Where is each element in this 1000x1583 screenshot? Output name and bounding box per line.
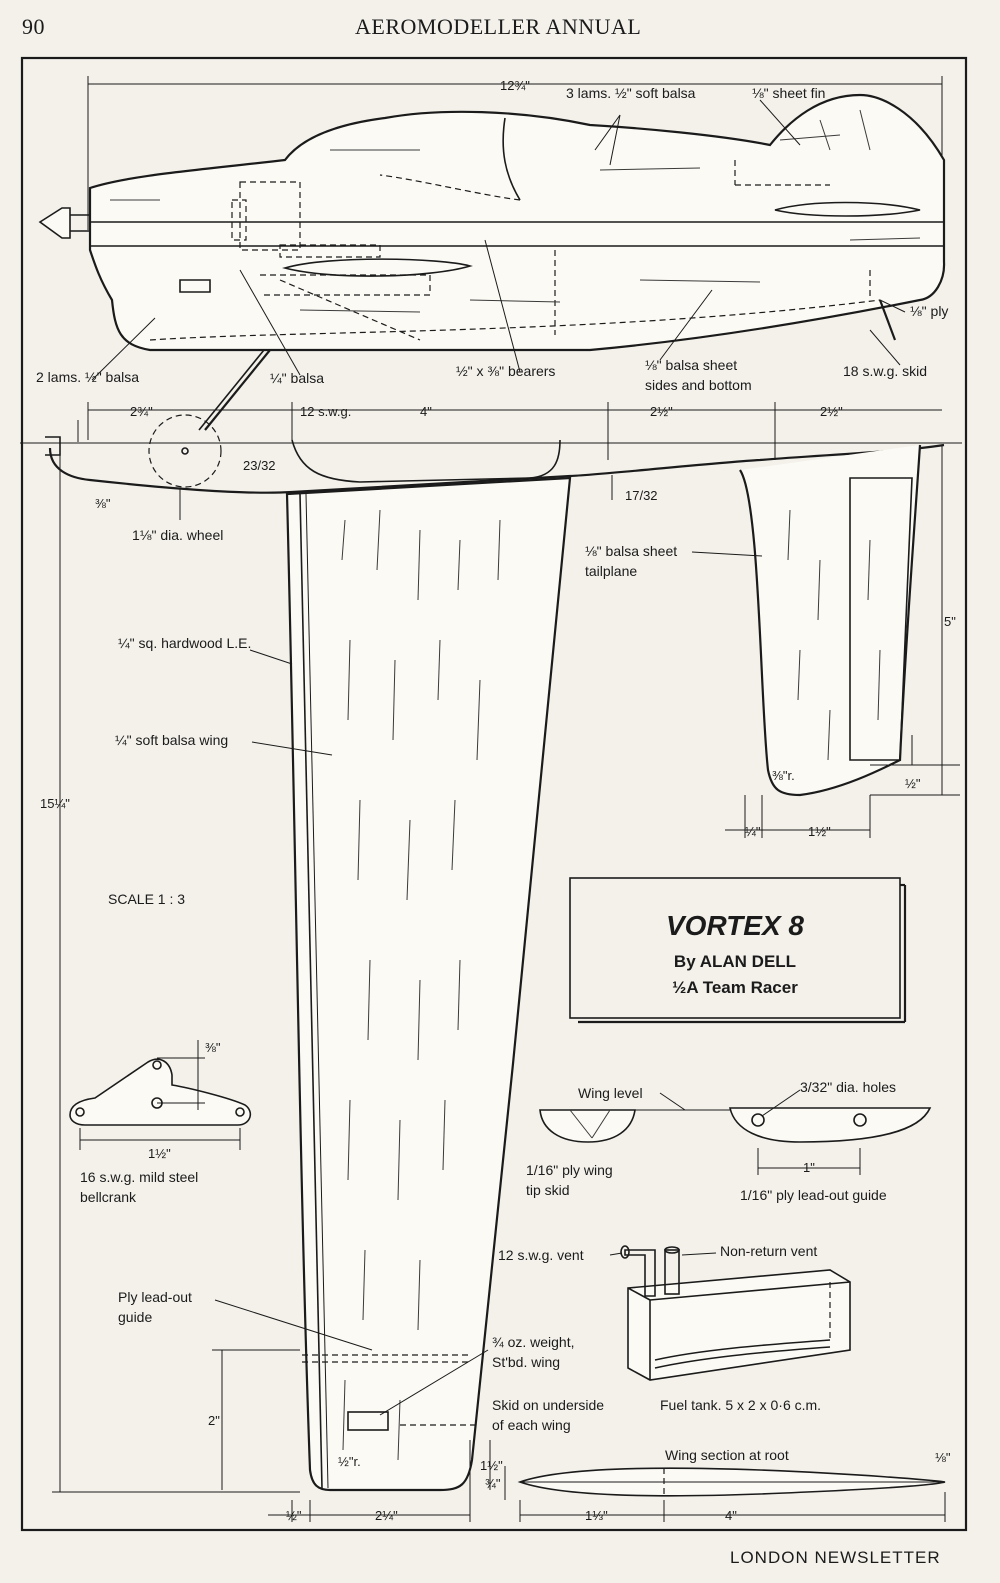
landing-gear-leg [204, 349, 271, 431]
dim-tip-h: 1½" [480, 1458, 503, 1473]
bellcrank-label-2: bellcrank [80, 1189, 137, 1205]
label-wheel: 1⅛" dia. wheel [132, 527, 223, 543]
model-class: ½A Team Racer [672, 978, 798, 997]
side-view: 12¾" [36, 76, 948, 431]
dim-fin-root: ¼" [745, 824, 761, 839]
dim-fin-height: 5" [944, 614, 956, 629]
dim-leadout: 2" [208, 1413, 220, 1428]
label-non-return-vent: Non-return vent [720, 1243, 817, 1259]
tail-skid [878, 299, 897, 341]
bellcrank-detail: ⅜" 1½" 16 s.w.g. mild steel bellcrank [69, 1040, 252, 1205]
footer-credit: LONDON NEWSLETTER [730, 1548, 941, 1567]
overall-length-dim: 12¾" [500, 78, 530, 93]
label-tip-radius: ½"r. [338, 1454, 361, 1469]
wing-weight [347, 1411, 389, 1431]
label-holes: 3/32" dia. holes [800, 1079, 896, 1095]
label-vent: 12 s.w.g. vent [498, 1247, 584, 1263]
wing-section-detail: Wing section at root ¾" ⅛" 1⅓" 4" [485, 1447, 951, 1523]
leading-edge [299, 493, 323, 1489]
dim-section-chord-a: 1⅓" [585, 1508, 608, 1523]
label-skid-underside-2: of each wing [492, 1417, 571, 1433]
wing-tip-parts: Wing level 3/32" dia. holes 1" 1/16" ply… [526, 1079, 932, 1203]
bellcrank-label-1: 16 s.w.g. mild steel [80, 1169, 198, 1185]
bellcrank-dim-offset: ⅜" [205, 1040, 221, 1055]
dim-tail-offset: 17/32 [625, 488, 658, 503]
dim-front: ⅜" [95, 496, 111, 511]
dim-nose-to-wheel: 2¾" [130, 404, 153, 419]
label-bottom-laminations: 2 lams. ½" balsa [36, 369, 139, 385]
label-ply-leadout-1: Ply lead-out [118, 1289, 192, 1305]
model-name: VORTEX 8 [666, 910, 804, 941]
label-ply-fin: ⅛" ply [910, 303, 948, 319]
label-leading-edge: ¼" sq. hardwood L.E. [118, 635, 251, 651]
tailplane [739, 444, 922, 797]
wing-tip-skid [539, 1109, 636, 1143]
dim-tail-1: 2½" [650, 404, 673, 419]
fuselage-plan [48, 443, 945, 494]
vent-tube [624, 1249, 656, 1297]
dim-tail-2: 2½" [820, 404, 843, 419]
fuel-tank [627, 1269, 851, 1381]
label-u-wire: 12 s.w.g. [300, 404, 351, 419]
label-wing: ¼" soft balsa wing [115, 732, 228, 748]
wing-side-section [282, 258, 473, 277]
plan-frame [20, 56, 968, 1532]
non-return-vent-tube [664, 1249, 680, 1295]
label-skid: 18 s.w.g. skid [843, 363, 927, 379]
spinner [38, 207, 71, 239]
label-leadout-guide: 1/16" ply lead-out guide [740, 1187, 887, 1203]
dim-wing-chord: 4" [420, 404, 432, 419]
dim-fin-chord: 1½" [808, 824, 831, 839]
plan-view: 2¾" 12 s.w.g. 4" 2½" 2½" 1⅛" dia. wheel … [20, 402, 962, 1523]
label-weight-1: ¾ oz. weight, [492, 1334, 575, 1350]
label-ply-leadout-2: guide [118, 1309, 152, 1325]
journal-title: AEROMODELLER ANNUAL [355, 14, 642, 39]
fuel-tank-detail: 12 s.w.g. vent Non-return vent Fuel tank… [498, 1243, 851, 1413]
dim-root-thickness: ¾" [485, 1476, 501, 1491]
model-author: By ALAN DELL [674, 952, 796, 971]
wing-grain [341, 509, 501, 1461]
label-tip-skid-2: tip skid [526, 1182, 570, 1198]
label-wing-section: Wing section at root [665, 1447, 789, 1463]
wing-planform [285, 476, 572, 1492]
label-balsa-sheet-1: ⅛" balsa sheet [645, 357, 737, 373]
dim-span: 15¼" [40, 796, 70, 811]
dim-section-thickness: ⅛" [935, 1450, 951, 1465]
title-box: VORTEX 8 By ALAN DELL ½A Team Racer [569, 877, 907, 1024]
dim-fin-tip: ½" [905, 776, 921, 791]
label-weight-2: St'bd. wing [492, 1354, 560, 1370]
dim-wheel-height: 23/32 [243, 458, 276, 473]
label-fin-radius: ⅜"r. [772, 768, 795, 783]
label-balsa-sheet-2: sides and bottom [645, 377, 752, 393]
wheel-outline [148, 414, 222, 488]
dim-tip-a: ½" [286, 1508, 302, 1523]
label-tailplane-1: ⅛" balsa sheet [585, 543, 677, 559]
page-number: 90 [22, 14, 45, 39]
dim-section-chord-b: 4" [725, 1508, 737, 1523]
label-hole-spacing: 1" [803, 1160, 815, 1175]
label-wing-level: Wing level [578, 1085, 643, 1101]
leadout-guide-part [728, 1107, 932, 1143]
bellcrank [69, 1058, 252, 1126]
label-tailplane-2: tailplane [585, 563, 637, 579]
label-fuel-tank: Fuel tank. 5 x 2 x 0·6 c.m. [660, 1397, 821, 1413]
engine-outline [239, 181, 301, 251]
label-quarter-balsa: ¼" balsa [270, 370, 324, 386]
label-tip-skid-1: 1/16" ply wing [526, 1162, 613, 1178]
dim-tip-b: 2¼" [375, 1508, 398, 1523]
label-sheet-fin: ⅛" sheet fin [752, 85, 825, 101]
label-top-laminations: 3 lams. ½" soft balsa [566, 85, 696, 101]
bellcrank-dim-span: 1½" [148, 1146, 171, 1161]
label-skid-underside-1: Skid on underside [492, 1397, 604, 1413]
label-bearers: ½" x ⅜" bearers [456, 363, 555, 379]
elevator [849, 477, 913, 761]
scale-label: SCALE 1 : 3 [108, 891, 185, 907]
